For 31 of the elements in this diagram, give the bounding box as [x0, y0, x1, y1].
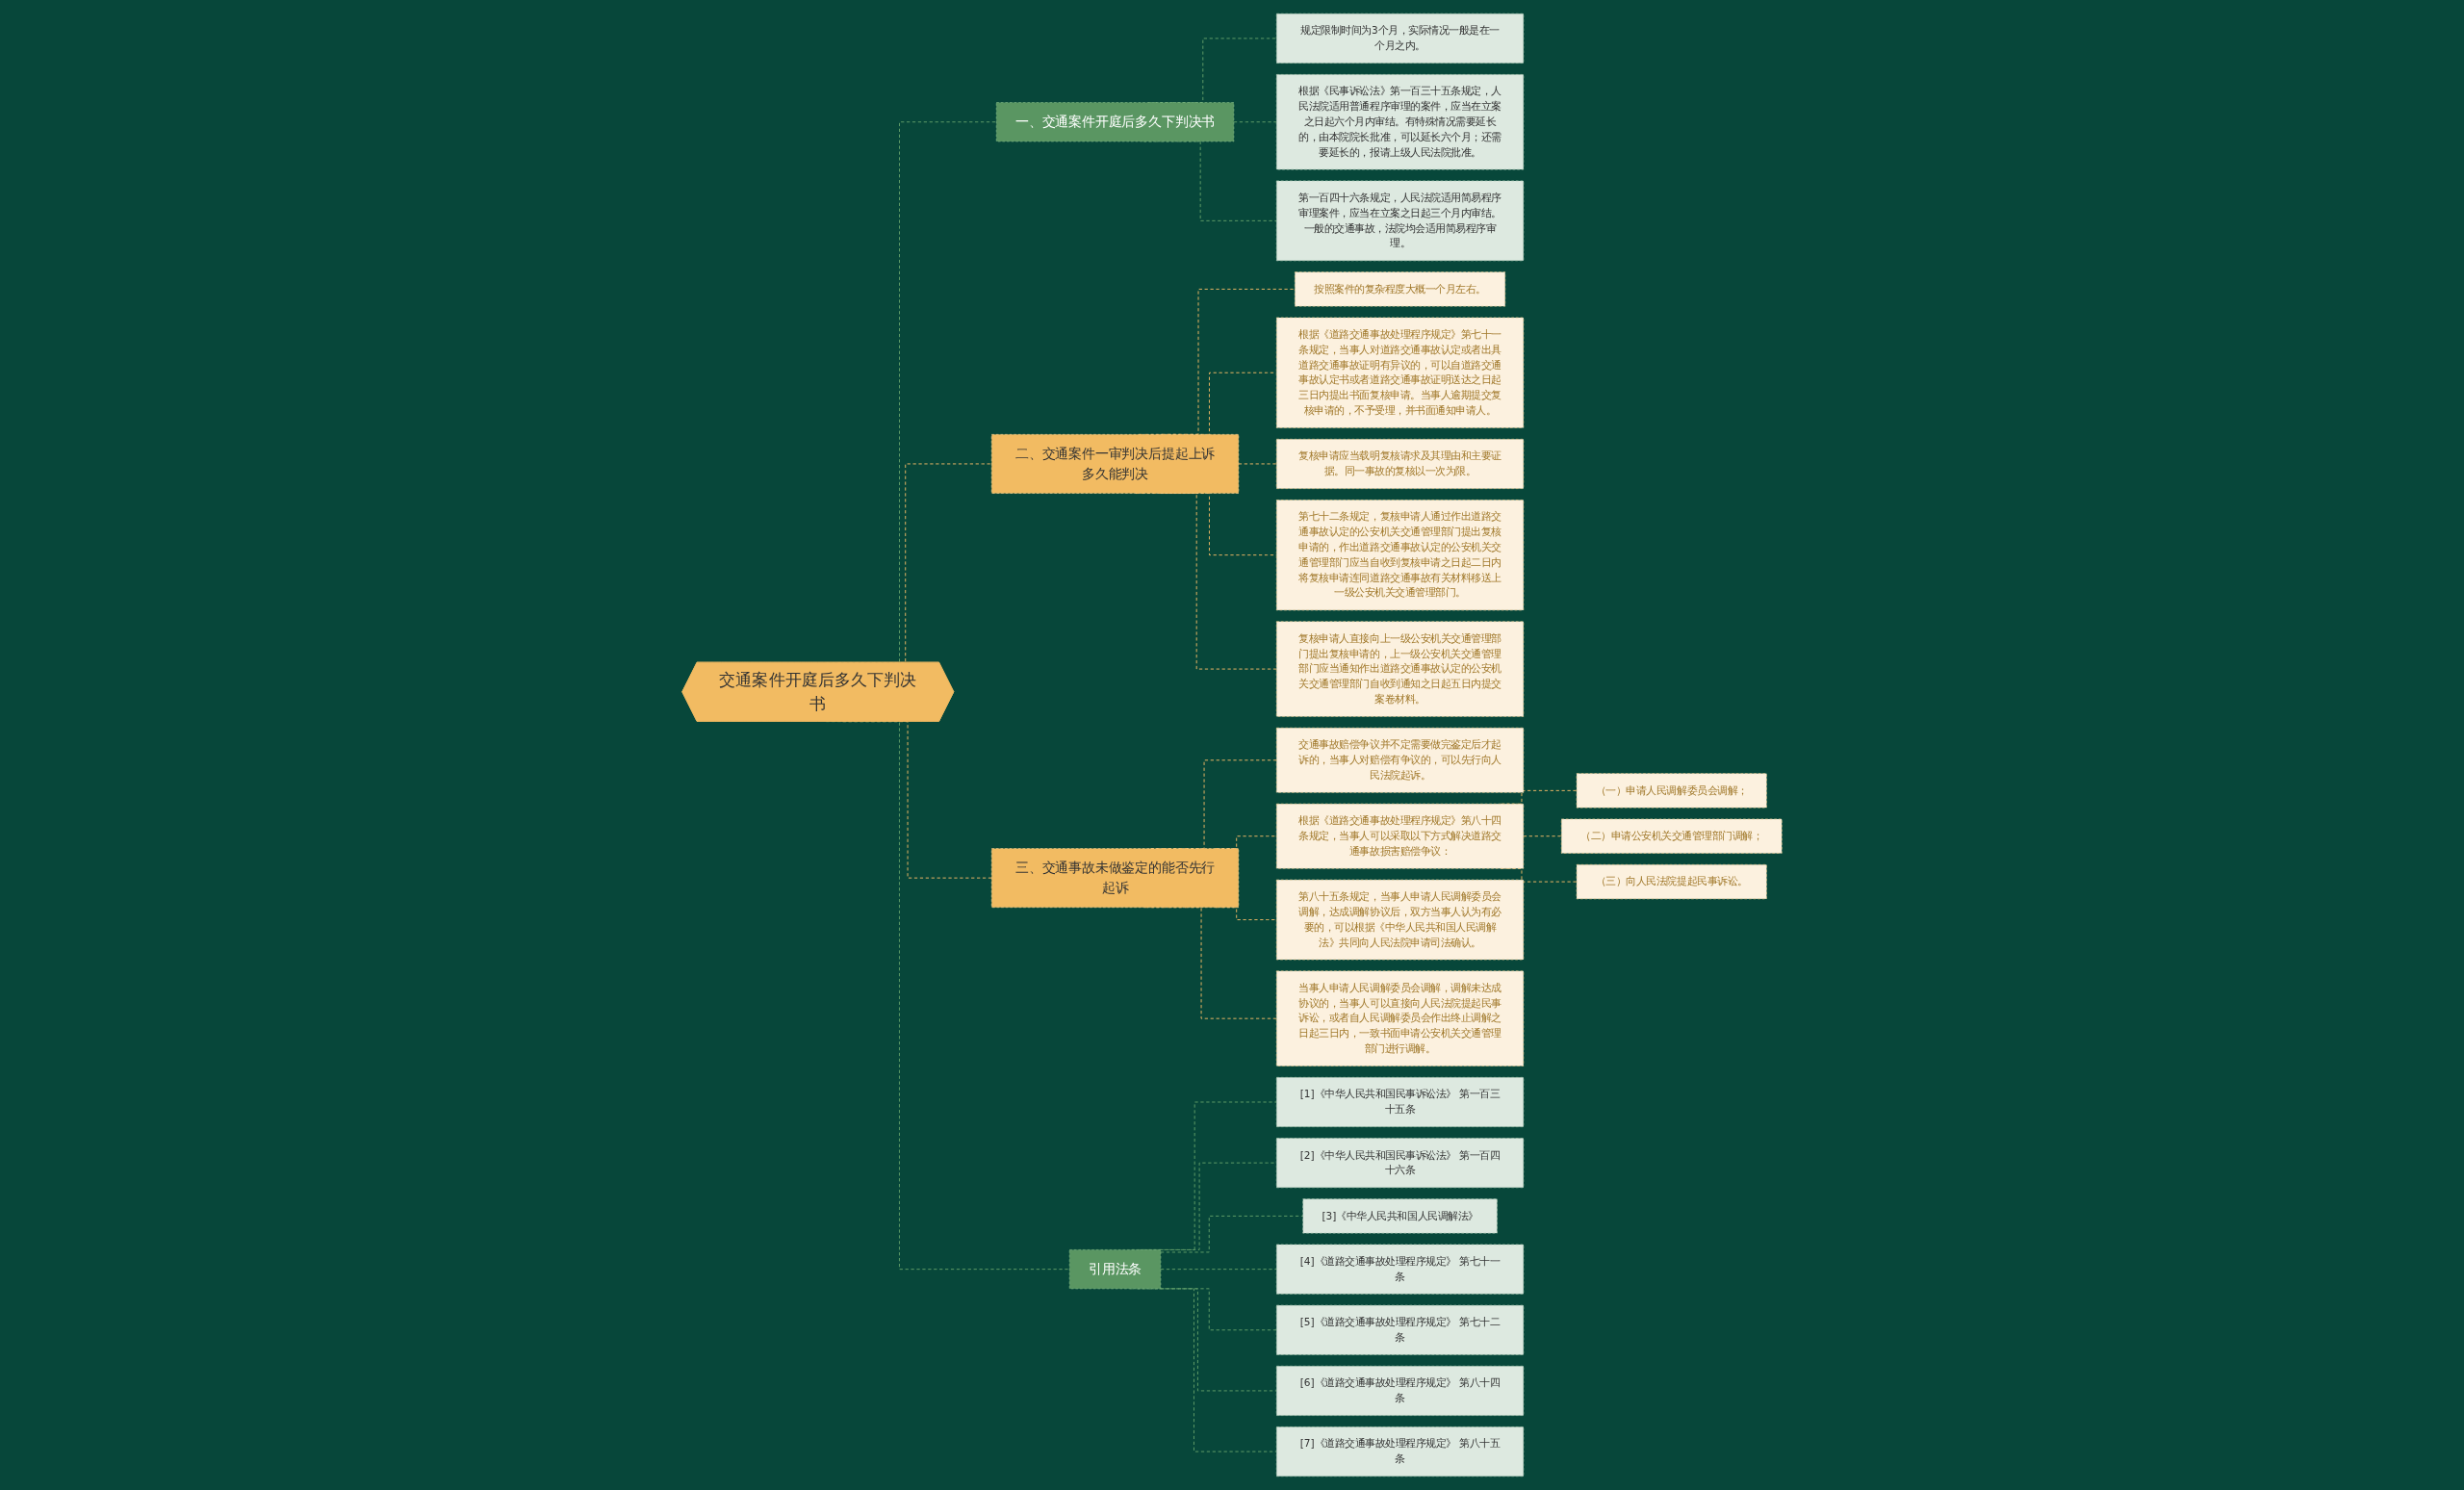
connector [1160, 1269, 1277, 1271]
node-box: 第一百四十六条规定，人民法院适用简易程序审理案件，应当在立案之日起三个月内审结。一般的交通事故，法院均会适用简易程序审理。 [1275, 180, 1525, 262]
connector [1160, 1288, 1277, 1331]
node-box: [7]《道路交通事故处理程序规定》 第八十五条 [1275, 1426, 1525, 1477]
node-box: 二、交通案件一审判决后提起上诉多久能判决 [990, 434, 1240, 494]
node-box: 当事人申请人民调解委员会调解，调解未达成协议的，当事人可以直接向人民法院提起民事诉讼，或者自人民调解委员会作出终止调解之日起三日内，一致书面申请公安机关交通管理部门进行调解。 [1275, 970, 1525, 1066]
node-box: 复核申请人直接向上一级公安机关交通管理部门提出复核申请的，上一级公安机关交通管理部门应当通知作出道路交通事故认定的公安机关交通管理部门自收到通知之日起五日内提交案卷材料。 [1275, 621, 1525, 717]
node-box: 按照案件的复杂程度大概一个月左右。 [1295, 271, 1506, 307]
node-box: [2]《中华人民共和国民事诉讼法》 第一百四十六条 [1275, 1138, 1525, 1189]
node-box: （三）向人民法院提起民事诉讼。 [1576, 864, 1767, 900]
node-box: 根据《道路交通事故处理程序规定》第八十四条规定，当事人可以采取以下方式解决道路交通事故损害赔偿争议： [1275, 803, 1525, 869]
node-box: [5]《道路交通事故处理程序规定》 第七十二条 [1275, 1304, 1525, 1355]
node-box: [4]《道路交通事故处理程序规定》 第七十一条 [1275, 1244, 1525, 1295]
node-box: 复核申请应当载明复核请求及其理由和主要证据。同一事故的复核以一次为限。 [1275, 438, 1525, 489]
connector [1160, 1215, 1304, 1253]
node-box: [3]《中华人民共和国人民调解法》 [1302, 1198, 1498, 1234]
node-box: 规定限制时间为3个月，实际情况一般是在一个月之内。 [1275, 13, 1525, 64]
node-box: [1]《中华人民共和国民事诉讼法》 第一百三十五条 [1275, 1077, 1525, 1127]
connector [1238, 463, 1277, 465]
node-box: 三、交通事故未做鉴定的能否先行起诉 [990, 848, 1240, 909]
node-box: （一）申请人民调解委员会调解； [1576, 773, 1767, 809]
connector [1523, 835, 1562, 837]
node-box: 引用法条 [1068, 1249, 1162, 1290]
node-box: 根据《道路交通事故处理程序规定》第七十一条规定，当事人对道路交通事故认定或者出具道路交通事故证明有异议的，可以自道路交通事故认定书或者道路交通事故证明送达之日起三日内提出书面复核申请。当事人逾期提交复核申请的，不予受理，并书面通知申请人。 [1275, 317, 1525, 428]
node-box: 第七十二条规定，复核申请人通过作出道路交通事故认定的公安机关交通管理部门提出复核申请的，作出道路交通事故认定的公安机关交通管理部门应当自收到复核申请之日起二日内将复核申请连同道路交通事故有关材料移送上一级公安机关交通管理部门。 [1275, 500, 1525, 611]
node-box: 一、交通案件开庭后多久下判决书 [995, 102, 1235, 142]
node-box: 交通事故赔偿争议并不定需要做完鉴定后才起诉的，当事人对赔偿有争议的，可以先行向人民法院起诉。 [1275, 727, 1525, 793]
node-box: [6]《道路交通事故处理程序规定》 第八十四条 [1275, 1365, 1525, 1416]
node-box: 根据《民事诉讼法》第一百三十五条规定，人民法院适用普通程序审理的案件，应当在立案之日起六个月内审结。有特殊情况需要延长的，由本院院长批准，可以延长六个月；还需要延长的，报请上级人民法院批准。 [1275, 74, 1525, 170]
node-box: 第八十五条规定，当事人申请人民调解委员会调解，达成调解协议后，双方当事人认为有必要的，可以根据《中华人民共和国人民调解法》共同向人民法院申请司法确认。 [1275, 879, 1525, 961]
node-box: （二）申请公安机关交通管理部门调解； [1560, 818, 1783, 854]
